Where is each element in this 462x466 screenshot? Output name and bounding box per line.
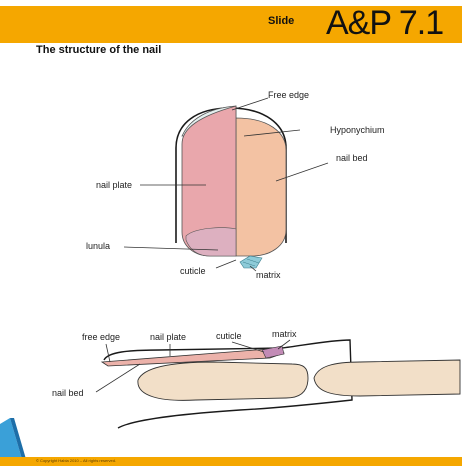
- leader-side-free-edge: [106, 344, 110, 362]
- side-label-nail-bed: nail bed: [52, 388, 84, 398]
- side-label-free-edge: free edge: [82, 332, 120, 342]
- copyright-text: © Copyright Habia 2010 – All rights rese…: [36, 458, 116, 463]
- joint-shape: [314, 360, 460, 396]
- side-label-cuticle: cuticle: [216, 331, 242, 341]
- bone-shape: [138, 362, 308, 400]
- side-label-nail-plate: nail plate: [150, 332, 186, 342]
- side-label-matrix: matrix: [272, 329, 297, 339]
- leader-side-nail-bed: [96, 364, 140, 392]
